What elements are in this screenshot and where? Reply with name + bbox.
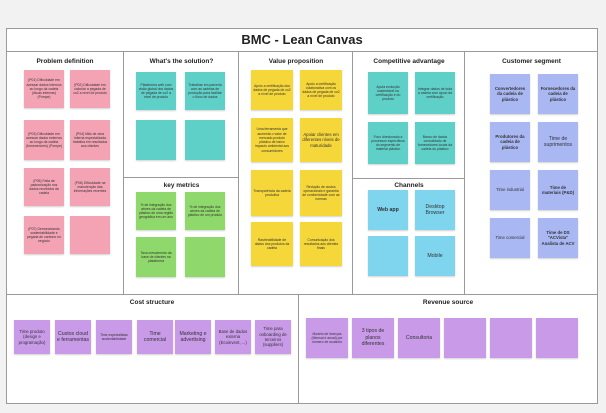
sticky-note[interactable]: Time de materiais (P&D)	[538, 170, 578, 210]
sticky-note[interactable]: Mobile	[415, 236, 455, 276]
section-title-metrics: key metrics	[163, 182, 200, 189]
sticky-note[interactable]: (P04) Mão de obra interna especializada …	[70, 120, 110, 160]
sticky-note[interactable]: Time produto (design e programação)	[14, 320, 50, 354]
sticky-note[interactable]: Fornecedores da cadeia de plástico	[538, 74, 578, 114]
sticky-note[interactable]: (P02) Dificuldade em calcular a pegada d…	[70, 70, 110, 108]
section-title-problem: Problem definition	[36, 58, 94, 65]
sticky-note[interactable]: Time industrial	[490, 170, 530, 210]
sticky-note[interactable]	[185, 120, 225, 160]
sticky-note[interactable]: Uma ferramenta que aumenta o valor de me…	[251, 118, 293, 162]
sticky-note[interactable]: Convertedores da cadeia de plástico	[490, 74, 530, 114]
sticky-note[interactable]: Time especialistas sustentabilidade	[96, 320, 132, 354]
section-title-revenue: Revenue source	[422, 299, 474, 306]
column-divider	[124, 52, 239, 294]
sticky-note[interactable]: Custos cloud e ferramentas	[55, 320, 91, 354]
sticky-note[interactable]: Transparência da cadeia produtiva	[251, 170, 293, 216]
section-title-value: Value proposition	[268, 58, 324, 65]
sticky-note[interactable]	[536, 318, 578, 358]
sticky-note[interactable]: Consultoria	[398, 318, 440, 358]
row-divider	[6, 294, 598, 295]
row-divider	[124, 177, 239, 178]
page-title: BMC - Lean Canvas	[6, 28, 598, 52]
sticky-note[interactable]: Apoio a certificação colaborativa com os…	[300, 70, 342, 110]
sticky-note[interactable]	[70, 216, 110, 254]
section-title-solution: What's the solution?	[149, 58, 214, 65]
sticky-note[interactable]: Rastreabilidade de dados dos produtos da…	[251, 222, 293, 266]
sticky-note[interactable]: Web app	[368, 190, 408, 230]
sticky-note[interactable]: Apoia evolução sustentável na certificaç…	[368, 72, 408, 114]
sticky-note[interactable]	[185, 237, 225, 277]
sticky-note[interactable]: Time para onboarding de terceiros (suppl…	[255, 320, 291, 354]
sticky-note[interactable]: Foco direcionado a processos específicos…	[368, 122, 408, 164]
sticky-note[interactable]: Produtores da cadeia de plástico	[490, 122, 530, 162]
section-title-segment: Customer segment	[502, 58, 561, 65]
column-divider	[353, 52, 465, 294]
sticky-note[interactable]	[368, 236, 408, 276]
sticky-note[interactable]: Integrar dados de toda a cadeia com apoi…	[415, 72, 455, 114]
sticky-note[interactable]: Apoio a certificação dos dados de pegada…	[251, 70, 293, 110]
sticky-note[interactable]	[136, 120, 176, 160]
sticky-note[interactable]: Banco de dados consolidado de fornecedor…	[415, 122, 455, 164]
sticky-note[interactable]: Time comercial	[490, 218, 530, 258]
sticky-note[interactable]: (P05) Falta de padronização nos dados re…	[24, 168, 64, 206]
section-title-cost: Cost structure	[129, 299, 175, 306]
row-divider	[353, 178, 465, 179]
sticky-note[interactable]	[490, 318, 532, 358]
column-divider	[6, 52, 124, 294]
column-divider	[239, 52, 353, 294]
sticky-note[interactable]: Desktop Browser	[415, 190, 455, 230]
sticky-note[interactable]: Apoiar clientes em diferentes níveis de …	[300, 118, 342, 162]
sticky-note[interactable]	[444, 318, 486, 358]
sticky-note[interactable]: Redução de custos operacionais e garanti…	[300, 170, 342, 216]
sticky-note[interactable]: Time comercial	[137, 320, 173, 354]
sticky-note[interactable]: Time de suprimentos	[538, 122, 578, 162]
sticky-note[interactable]: % de integração dos atores da cadeia de …	[136, 192, 176, 230]
sticky-note[interactable]: Trabalhar em parceria com as cadeias de …	[185, 72, 225, 110]
column-divider	[298, 294, 299, 404]
sticky-note[interactable]: % de integração dos atores da cadeia de …	[185, 192, 225, 230]
sticky-note[interactable]: (P01) Dificuldade em acessar dados inter…	[24, 70, 64, 108]
sticky-note[interactable]: Marketing e advertising	[175, 320, 211, 354]
sticky-note[interactable]: Modelo de licenças (Mensal e anual) por …	[306, 318, 348, 358]
sticky-note[interactable]: (P03) Dificuldade em acessar dados exter…	[24, 120, 64, 160]
sticky-note[interactable]: Plataforma web com visão global dos dado…	[136, 72, 176, 110]
section-title-channels: Channels	[394, 182, 424, 189]
sticky-note[interactable]: (P07) Demonstrando sustentabilidade e pe…	[24, 216, 64, 254]
section-title-advantage: Competitive advantage	[373, 58, 445, 65]
sticky-note[interactable]: Base de dados externa (Ecoinvent, ...)	[215, 320, 251, 354]
sticky-note[interactable]: Comunicação dos resultados aos clientes …	[300, 222, 342, 266]
sticky-note[interactable]: 3 tipos de planos diferentes	[352, 318, 394, 358]
sticky-note[interactable]: Time de DS "ACVista" Analista de ACV	[538, 218, 578, 258]
sticky-note[interactable]: Taxa crescimento da base de clientes na …	[136, 237, 176, 277]
sticky-note[interactable]: (P06) Dificuldade na manutenção das info…	[70, 168, 110, 206]
